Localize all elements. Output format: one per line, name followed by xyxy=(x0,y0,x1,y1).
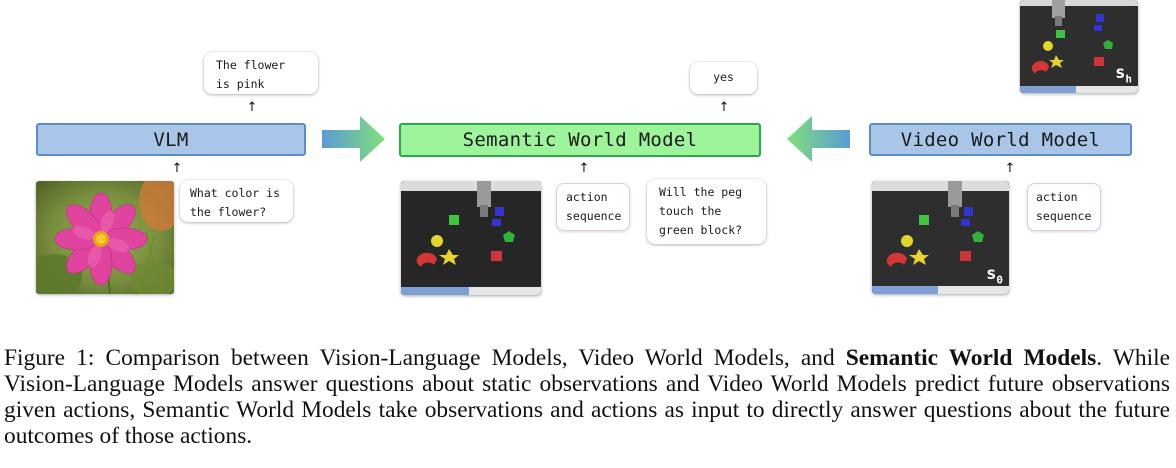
swm-label: Semantic World Model xyxy=(462,129,698,151)
state-label-sh: sh xyxy=(1115,62,1132,85)
vlm-label: VLM xyxy=(153,128,189,151)
caption-bold: Semantic World Models xyxy=(845,345,1097,371)
up-arrow-icon: ↑ xyxy=(578,161,590,176)
caption-lead: Comparison between Vision-Language Model… xyxy=(105,345,835,371)
vlm-answer-bubble: The flower is pink xyxy=(204,52,318,94)
vwm-label: Video World Model xyxy=(900,128,1101,151)
caption-body: While Vision-Language Models answer ques… xyxy=(4,345,1170,449)
right-arrow-icon xyxy=(322,116,385,162)
robot-scene-start: s0 xyxy=(872,181,1009,294)
swm-answer-bubble: yes xyxy=(690,62,757,94)
caption-end: . xyxy=(1096,345,1103,371)
up-arrow-icon: ↑ xyxy=(718,100,730,115)
robot-scene-future: sh xyxy=(1020,0,1138,93)
caption-label: Figure 1: xyxy=(4,345,95,371)
left-arrow-icon xyxy=(787,116,850,162)
up-arrow-icon: ↑ xyxy=(246,100,258,115)
video-world-model-box: Video World Model xyxy=(869,123,1132,156)
up-arrow-icon: ↑ xyxy=(171,161,183,176)
semantic-world-model-box: Semantic World Model xyxy=(399,123,761,157)
swm-action-bubble: action sequence xyxy=(556,183,630,231)
vlm-question-bubble: What color is the flower? xyxy=(180,180,293,222)
robot-scene-current xyxy=(401,181,541,295)
flower-photo xyxy=(36,181,174,294)
swm-question-bubble: Will the peg touch the green block? xyxy=(647,179,766,244)
up-arrow-icon: ↑ xyxy=(1004,161,1016,176)
vlm-box: VLM xyxy=(36,123,306,156)
figure-caption: Figure 1: Comparison between Vision-Lang… xyxy=(4,345,1170,449)
state-label-s0: s0 xyxy=(986,263,1003,286)
vwm-action-bubble: action sequence xyxy=(1027,183,1101,231)
